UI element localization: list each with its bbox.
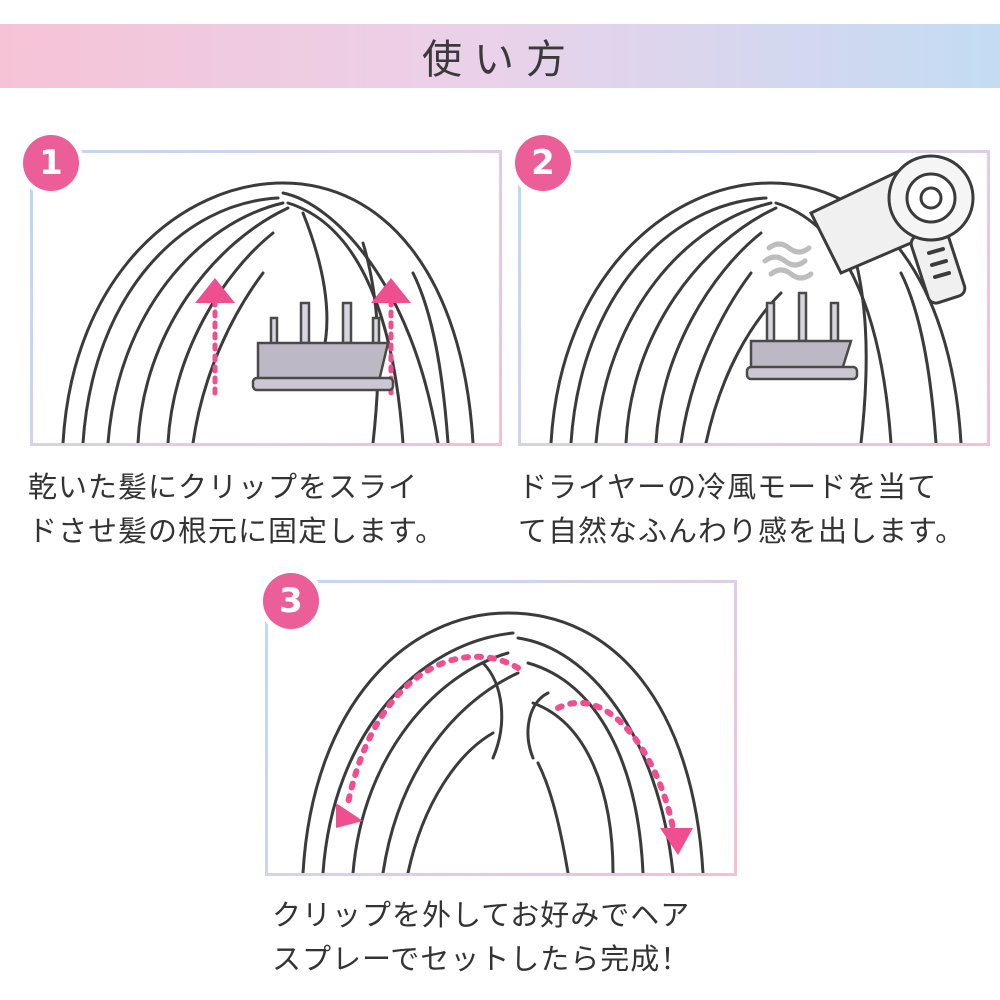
step-3-caption-line-1: クリップを外してお好みでヘア [272, 898, 691, 932]
step-2-caption-line-1: ドライヤーの冷風モードを当て [518, 470, 938, 504]
title-banner: 使い方 [0, 24, 1000, 88]
step-2-number: 2 [515, 135, 571, 191]
step-3-badge: 3 [258, 568, 324, 634]
hair-clip-icon [251, 301, 395, 392]
hair-illustration-2 [549, 154, 975, 443]
step-2-illustration [518, 150, 990, 446]
air-flow-icon [762, 241, 814, 281]
hair-dryer-icon [808, 154, 975, 305]
step-1-illustration [30, 150, 502, 446]
step-3-illustration [265, 580, 737, 876]
step-2-caption-line-2: て自然なふんわり感を出します。 [518, 514, 966, 548]
step-1-caption-line-1: 乾いた髪にクリップをスライ [28, 470, 419, 504]
step-3-number: 3 [263, 573, 319, 629]
step-1-badge: 1 [18, 130, 84, 196]
hair-illustration-3 [301, 611, 705, 873]
dotted-arrow-up-icon [195, 278, 235, 396]
hair-illustration-1 [61, 181, 475, 443]
step-1-number: 1 [23, 135, 79, 191]
page-title: 使い方 [422, 37, 578, 83]
step-3-caption-line-2: スプレーでセットしたら完成！ [272, 942, 691, 976]
step-1-caption-line-2: ドさせ髪の根元に固定します。 [28, 514, 446, 548]
dotted-curved-arrow-icon [336, 653, 521, 828]
hair-clip-icon [745, 291, 859, 381]
dotted-curved-arrow-icon [555, 699, 693, 855]
step-2-badge: 2 [510, 130, 576, 196]
